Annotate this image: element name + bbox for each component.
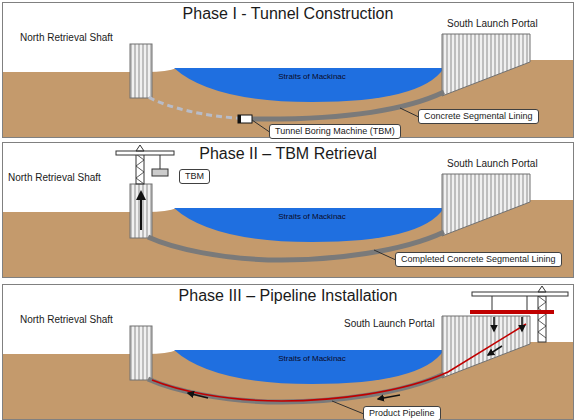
phase-2-scene [2,145,574,278]
site-label: North Retrieval Shaft [8,172,101,183]
callout-text: Completed Concrete Segmental Lining [401,254,556,265]
callout-text: TBM [185,171,204,182]
leader-line [374,250,395,260]
leader-line [400,108,418,117]
callout-text: Tunnel Boring Machine (TBM) [275,126,395,137]
site-label: South Launch Portal [447,18,538,29]
callout-box: Completed Concrete Segmental Lining [395,252,562,267]
water-label: Straits of Mackinac [278,72,346,81]
phase-title: Phase III – Pipeline Installation [3,287,573,305]
phase-3-scene [2,286,574,420]
callout-box: Product Pipeline [363,406,441,420]
callout-box: TBM [179,169,210,184]
phase-panel: Phase III – Pipeline InstallationProduct… [2,284,574,420]
site-label: North Retrieval Shaft [20,32,113,43]
site-label: North Retrieval Shaft [20,314,113,325]
leader-line [332,401,363,414]
callout-box: Concrete Segmental Lining [418,109,539,124]
water-label: Straits of Mackinac [278,212,346,221]
site-label: South Launch Portal [344,318,435,329]
callout-text: Concrete Segmental Lining [424,111,533,122]
site-label: South Launch Portal [447,158,538,169]
callout-box: Tunnel Boring Machine (TBM) [269,124,401,139]
phase-1-scene [2,34,574,138]
callout-text: Product Pipeline [369,408,435,419]
water-label: Straits of Mackinac [278,354,346,363]
leader-line [252,120,269,132]
